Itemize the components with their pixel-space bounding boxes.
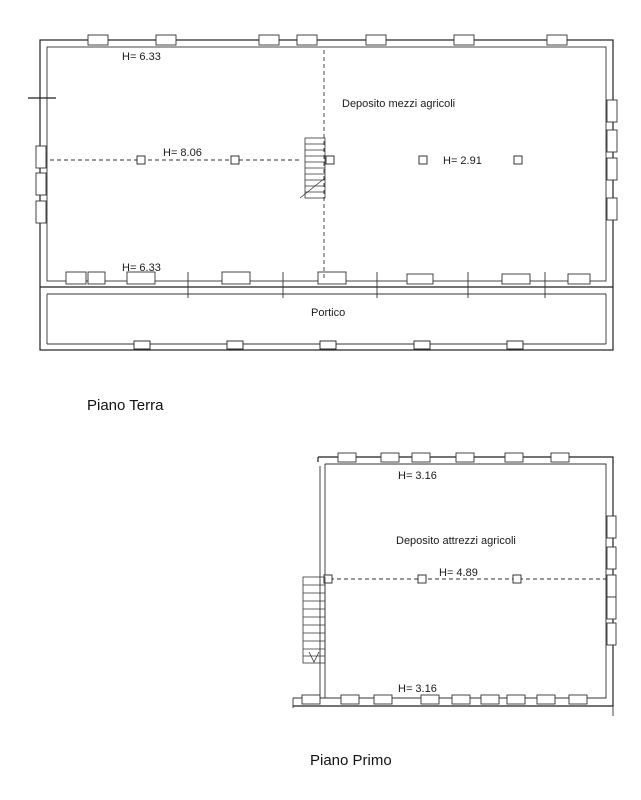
portico-label: Portico xyxy=(311,307,345,319)
ground-floor-portico-wall-windows xyxy=(65,271,591,285)
deposito-mezzi-label: Deposito mezzi agricoli xyxy=(342,98,455,110)
deposito-attrezzi-label: Deposito attrezzi agricoli xyxy=(396,535,516,547)
ground-floor-top-windows xyxy=(87,34,568,46)
ground-floor-h-middle-label: H= 8.06 xyxy=(163,147,202,159)
piano-primo-title: Piano Primo xyxy=(310,752,392,769)
first-floor-h-top-label: H= 3.16 xyxy=(398,470,437,482)
first-floor-outer-wall xyxy=(293,456,614,707)
ground-floor-portico-ticks xyxy=(187,272,546,298)
first-floor-top-windows xyxy=(337,452,570,463)
ground-floor-outer-wall xyxy=(39,39,614,351)
first-floor-plan: H= 3.16 H= 4.89 H= 3.16 Deposito attrezz… xyxy=(292,452,617,716)
ground-floor-left-windows xyxy=(35,145,47,224)
ground-floor-plan: H= 6.33 H= 8.06 H= 2.91 H= 6.33 Deposito… xyxy=(28,34,618,351)
first-floor-staircase xyxy=(302,576,326,664)
ground-floor-h-top-label: H= 6.33 xyxy=(122,51,161,63)
ground-floor-staircase xyxy=(299,137,326,199)
ground-floor-right-windows xyxy=(606,99,618,221)
first-floor-right-windows xyxy=(606,515,617,646)
ground-floor-portico-pillars xyxy=(133,340,524,350)
piano-terra-title: Piano Terra xyxy=(87,397,164,414)
first-floor-h-middle-label: H= 4.89 xyxy=(439,567,478,579)
first-floor-h-bottom-label: H= 3.16 xyxy=(398,683,437,695)
ground-floor-h-bottom-label: H= 6.33 xyxy=(122,262,161,274)
first-floor-bottom-windows xyxy=(301,694,588,705)
ground-floor-h-deposit-label: H= 2.91 xyxy=(443,155,482,167)
